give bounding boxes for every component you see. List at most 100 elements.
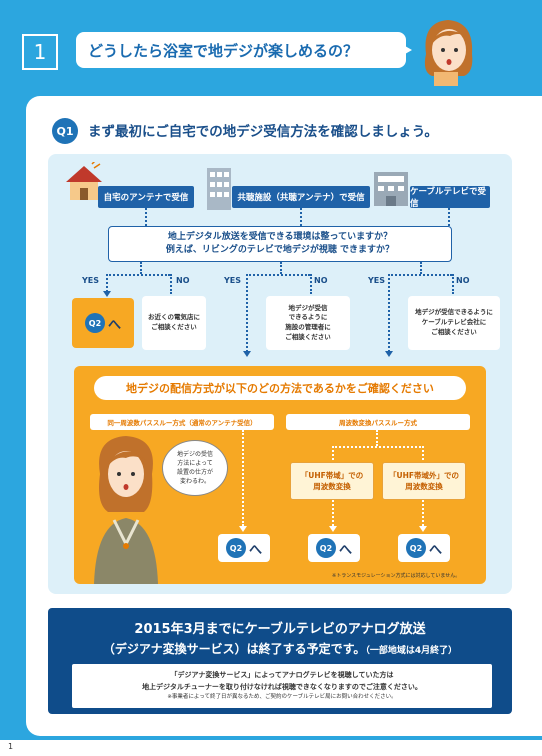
q2-arrow-text: へ: [428, 542, 442, 558]
uhf-band-conversion: 「UHF帯域」での周波数変換: [290, 462, 374, 500]
source-shared-antenna: 共聴施設（共聴アンテナ）で受信: [232, 186, 370, 208]
connector: [332, 446, 334, 460]
box-line: 周波数変換: [405, 482, 443, 491]
no-label: NO: [314, 276, 328, 285]
note-facility-manager: 地デジが受信できるように施設の管理者にご相談ください: [266, 296, 350, 350]
note-cable-company: 地デジが受信できるようにケーブルテレビ会社にご相談ください: [408, 296, 500, 350]
connector: [422, 500, 424, 526]
q2-link[interactable]: Q2 へ: [72, 298, 134, 348]
arrow-down-icon: [329, 526, 337, 532]
note-line: できるように: [288, 313, 328, 322]
connector: [422, 446, 424, 460]
speech-line: 変わるわ。: [179, 478, 210, 485]
woman-face-icon: [424, 20, 473, 86]
speech-line: 方法によって: [177, 460, 213, 467]
connector: [106, 274, 170, 276]
q2-pill: Q2 へ: [84, 313, 121, 333]
woman-illustration: [94, 436, 158, 584]
connector: [310, 274, 312, 294]
q1-heading: まず最初にご自宅での地デジ受信方法を確認しましょう。: [88, 124, 438, 140]
box-line: 「UHF帯域」での: [300, 470, 364, 480]
yes-label: YES: [368, 276, 386, 285]
notice-detail-note: ※事業者によって終了日が異なるため、ご契約のケーブルテレビ局にお問い合わせくださ…: [167, 693, 397, 700]
yes-label: YES: [82, 276, 100, 285]
notice-line-1: 2015年3月までにケーブルテレビのアナログ放送: [134, 622, 426, 637]
q2-badge: Q2: [84, 313, 105, 333]
connector: [170, 274, 172, 294]
connector: [140, 262, 142, 274]
note-line: ご相談ください: [285, 332, 331, 341]
box-line: 周波数変換: [313, 482, 351, 491]
notice-detail-line: 地上デジタルチューナーを取り付けなければ視聴できなくなりますのでご注意ください。: [142, 682, 422, 691]
q2-arrow-text: へ: [338, 542, 352, 558]
speech-bubble: 地デジの受信方法によって設置の仕方が変わるわ。: [162, 440, 228, 496]
connector: [420, 262, 422, 274]
notice-line-2-main: （デジアナ変換サービス）は終了する予定です。: [102, 642, 366, 656]
arrow-down-icon: [385, 351, 393, 357]
uhf-outside-conversion: 「UHF帯域外」での周波数変換: [382, 462, 466, 500]
footnote: ※トランスモジュレーション方式には対応していません。: [332, 573, 461, 579]
connector: [246, 274, 248, 352]
speech-line: 地デジの受信: [176, 451, 213, 458]
connector: [242, 430, 244, 526]
no-label: NO: [456, 276, 470, 285]
house-icon: [66, 162, 102, 200]
connector: [452, 274, 454, 294]
source-cable-tv: ケーブルテレビで受信: [410, 186, 490, 209]
arrow-down-icon: [239, 526, 247, 532]
notice-detail-line: 「デジアナ変換サービス」によってアナログテレビを視聴していた方は: [170, 671, 394, 680]
connector: [448, 208, 450, 226]
q2-arrow-text: へ: [107, 317, 121, 333]
connector: [332, 500, 334, 526]
note-line: 地デジが受信できるように: [415, 308, 493, 317]
q2-badge: Q2: [315, 538, 336, 558]
connector: [106, 274, 108, 292]
notice-line-2: （デジアナ変換サービス）は終了する予定です。（一部地域は4月終了）: [48, 640, 512, 657]
arrow-down-icon: [243, 351, 251, 357]
speech-line: 設置の仕方が: [176, 469, 213, 476]
note-line: 地デジが受信: [288, 303, 328, 312]
apartment-icon: [207, 168, 231, 210]
page-title: どうしたら浴室で地デジが楽しめるの？: [76, 32, 406, 68]
note-line: ケーブルテレビ会社に: [421, 318, 487, 327]
bubble-tail: [398, 42, 412, 58]
q1-badge: Q1: [52, 118, 78, 144]
section-number: 1: [22, 34, 58, 70]
question-line-1: 地上デジタル放送を受信できる環境は整っていますか？: [167, 232, 393, 243]
note-line: ご相談ください: [431, 327, 477, 336]
cable-building-icon: [374, 172, 408, 206]
connector: [376, 430, 378, 446]
q2-badge: Q2: [405, 538, 426, 558]
q2-arrow-text: へ: [248, 542, 262, 558]
notice-line-2-small: （一部地域は4月終了）: [365, 646, 458, 656]
page-number: 1: [8, 742, 14, 751]
confirm-title: 地デジの配信方式が以下のどの方法であるかをご確認ください: [94, 376, 466, 400]
yes-label: YES: [224, 276, 242, 285]
connector: [300, 208, 302, 226]
no-label: NO: [176, 276, 190, 285]
connector: [388, 274, 390, 352]
arrow-down-icon: [103, 291, 111, 297]
connector: [280, 262, 282, 274]
method-frequency-conversion: 周波数変換パススルー方式: [286, 414, 470, 430]
method-same-frequency: 同一周波数パススルー方式（通常のアンテナ受信）: [90, 414, 274, 430]
question-line-2: 例えば、リビングのテレビで地デジが視聴 できますか？: [165, 245, 395, 255]
question-box: 地上デジタル放送を受信できる環境は整っていますか？ 例えば、リビングのテレビで地…: [108, 226, 452, 262]
note-line: ご相談ください: [151, 323, 197, 331]
note-electrician-text: お近くの電気店にご相談ください: [142, 296, 206, 350]
arrow-down-icon: [419, 526, 427, 532]
source-home-antenna: 自宅のアンテナで受信: [98, 186, 194, 208]
connector: [246, 274, 310, 276]
note-line: お近くの電気店に: [148, 313, 200, 322]
q2-badge: Q2: [225, 538, 246, 558]
connector: [388, 274, 452, 276]
box-line: 「UHF帯域外」での: [389, 470, 459, 480]
connector: [145, 208, 147, 226]
note-line: 施設の管理者に: [285, 323, 331, 331]
notice-detail-box: 「デジアナ変換サービス」によってアナログテレビを視聴していた方は 地上デジタルチ…: [72, 664, 492, 708]
connector: [332, 446, 424, 448]
